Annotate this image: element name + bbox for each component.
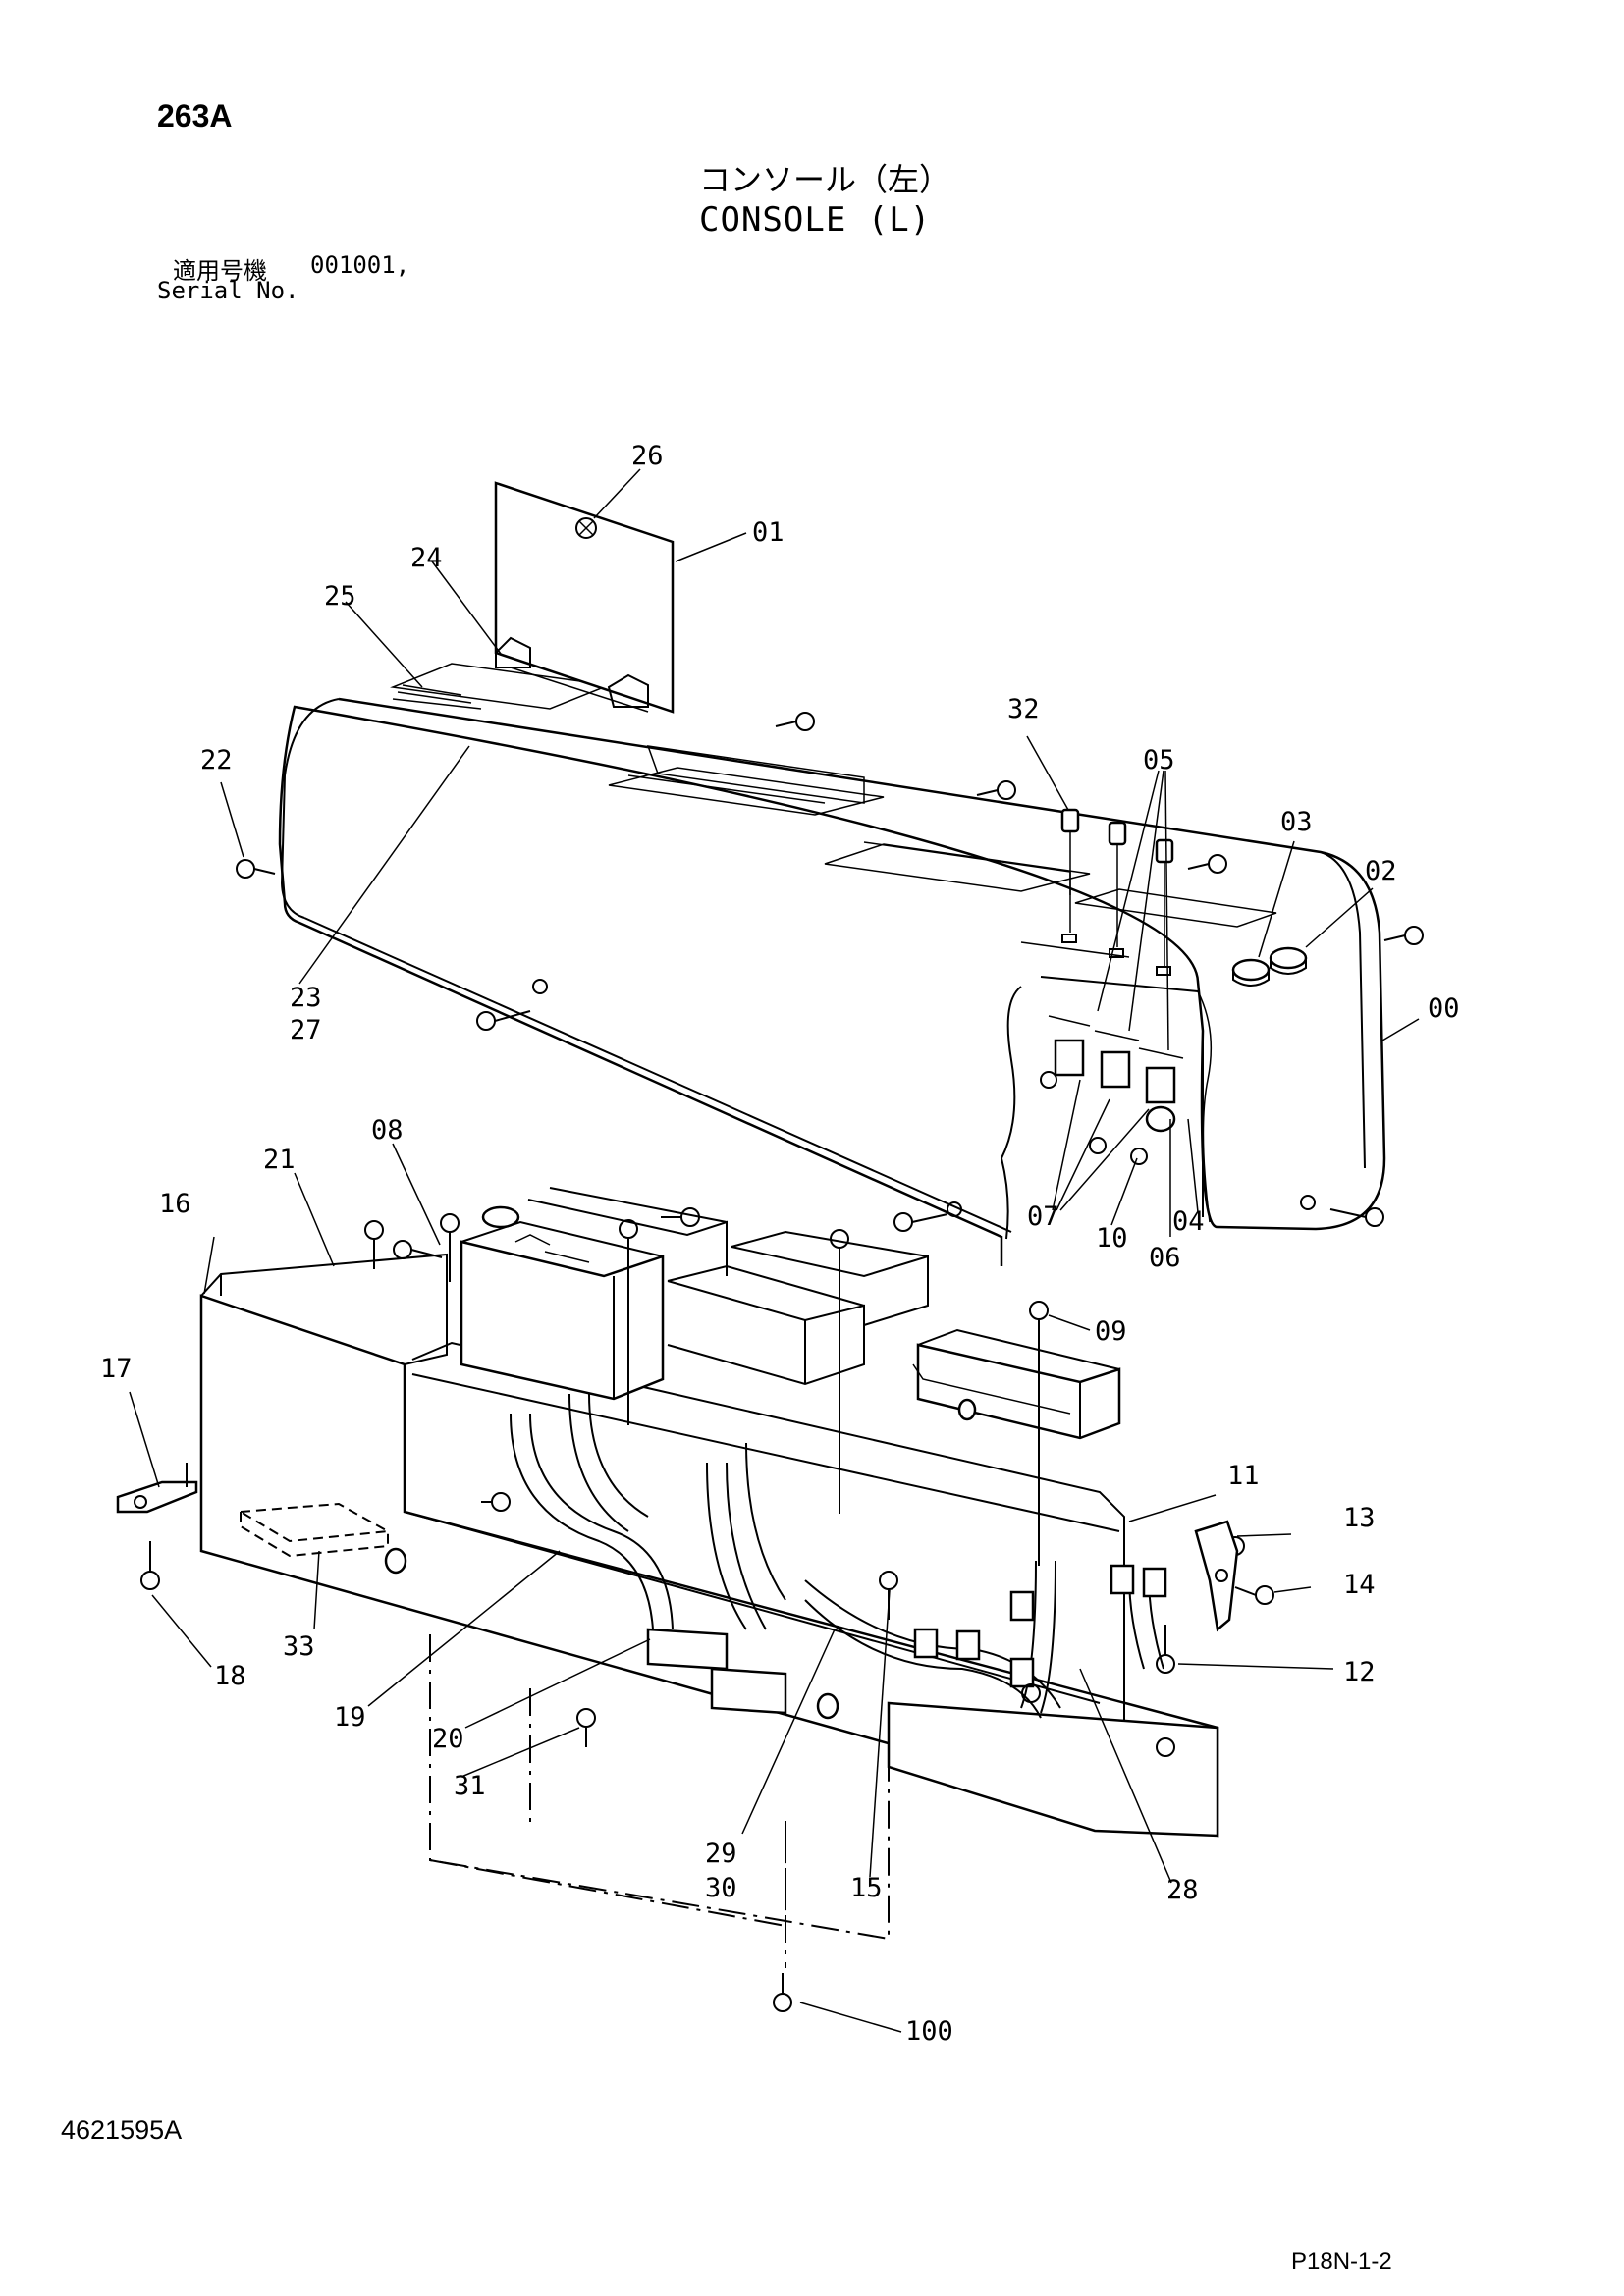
part-label-06: 06: [1149, 1243, 1181, 1273]
part-label-12: 12: [1343, 1657, 1376, 1687]
part-label-03: 03: [1280, 807, 1313, 837]
serial-value: 001001,: [310, 251, 410, 279]
part-label-00: 00: [1428, 993, 1460, 1024]
console-base: [199, 1253, 1219, 1968]
part-label-26: 26: [631, 441, 664, 471]
part-label-19: 19: [334, 1702, 366, 1733]
drawing-number: 4621595A: [61, 2115, 183, 2145]
title-english: CONSOLE (L): [699, 200, 932, 240]
part-label-14: 14: [1343, 1570, 1376, 1600]
part-label-25: 25: [324, 581, 356, 612]
part-label-15: 15: [850, 1873, 883, 1903]
part-label-04: 04: [1172, 1206, 1205, 1237]
part-label-22: 22: [200, 745, 233, 775]
page-reference: P18N-1-2: [1291, 2248, 1392, 2274]
part-label-13: 13: [1343, 1503, 1376, 1533]
part-label-29: 29: [705, 1839, 737, 1869]
controller-units: [460, 1187, 1121, 1440]
page-code: 263A: [157, 98, 233, 133]
brackets: [116, 1463, 1239, 1632]
console-lid: [494, 481, 675, 714]
part-label-16: 16: [159, 1189, 191, 1219]
serial-label-english: Serial No.: [157, 277, 299, 304]
part-label-17: 17: [100, 1354, 133, 1384]
serial-label-japanese: 適用号機: [173, 257, 267, 285]
title-japanese: コンソール（左）: [699, 161, 951, 198]
part-label-24: 24: [410, 543, 443, 573]
part-label-20: 20: [432, 1724, 464, 1754]
part-label-08: 08: [371, 1115, 404, 1146]
cover-screws: [236, 712, 1424, 1232]
leader-lines: [129, 468, 1420, 2033]
knobs-and-switches: [1040, 808, 1308, 1165]
part-label-28: 28: [1166, 1875, 1199, 1905]
part-label-02: 02: [1365, 856, 1397, 886]
part-label-11: 11: [1227, 1461, 1260, 1491]
part-label-100: 100: [905, 2016, 953, 2047]
wire-harness: [510, 1393, 1167, 1719]
part-label-31: 31: [454, 1771, 486, 1801]
part-label-23: 23: [290, 983, 322, 1013]
part-label-10: 10: [1096, 1223, 1128, 1254]
console-cover: [278, 663, 1386, 1266]
part-label-30: 30: [705, 1873, 737, 1903]
lower-bolts: [140, 1207, 1274, 2012]
part-label-09: 09: [1095, 1316, 1127, 1347]
part-label-32: 32: [1007, 694, 1040, 724]
part-label-33: 33: [283, 1631, 315, 1662]
part-label-27: 27: [290, 1015, 322, 1045]
part-number-labels: 26 01 24 25 22 23 27 32 05 03 02 00 07 0…: [100, 441, 1460, 2047]
part-label-07: 07: [1027, 1201, 1059, 1232]
part-label-18: 18: [214, 1661, 246, 1691]
part-label-05: 05: [1143, 745, 1175, 775]
part-label-21: 21: [263, 1145, 296, 1175]
part-label-01: 01: [752, 517, 785, 548]
